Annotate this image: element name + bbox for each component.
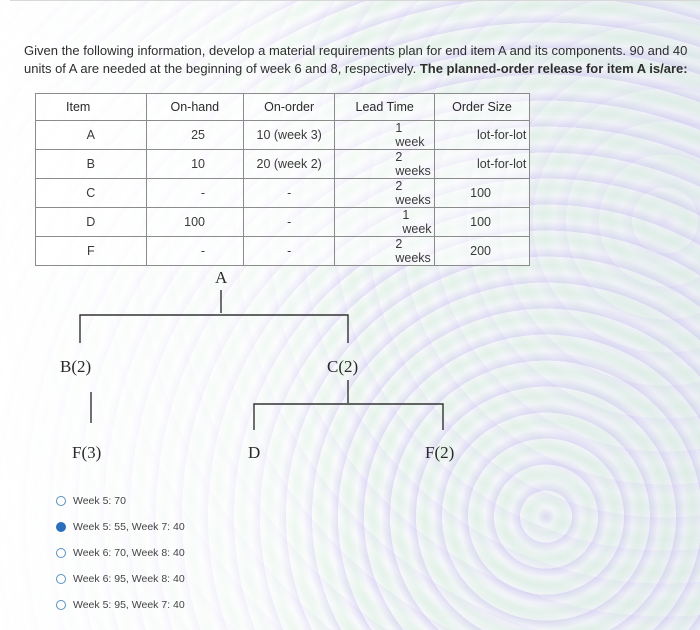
header-on-hand: On-hand [145,93,244,121]
answer-option[interactable]: Week 5: 55, Week 7: 40 [56,514,185,540]
cell-lead-time: 1 week [334,207,435,237]
table-row: F - - 2 weeks 200 [35,236,530,266]
cell-on-order: - [242,178,336,208]
option-label: Week 6: 95, Week 8: 40 [73,573,185,585]
cell-on-order: 20 (week 2) [242,149,336,179]
cell-on-hand: 25 [145,120,244,150]
cell-on-hand: 10 [145,149,244,179]
table-row: A 25 10 (week 3) 1 week lot-for-lot [35,120,530,150]
cell-order-size: 200 [434,236,530,266]
table-header-row: Item On-hand On-order Lead Time Order Si… [35,93,530,121]
cell-item: B [35,149,147,179]
cell-on-hand: - [145,178,244,208]
cell-order-size: 100 [434,207,530,237]
cell-lead-time: 2 weeks [334,149,435,179]
cell-item: C [35,178,147,208]
tree-node-b: B(2) [60,357,91,376]
mrp-data-table: Item On-hand On-order Lead Time Order Si… [35,93,530,266]
question-text: Given the following information, develop… [24,42,689,78]
option-label: Week 5: 70 [73,495,126,507]
tree-node-d: D [248,443,260,462]
tree-edge-a-children [79,314,349,343]
cell-lead-time: 2 weeks [334,236,435,266]
answer-option[interactable]: Week 6: 70, Week 8: 40 [56,540,185,566]
cell-order-size: lot-for-lot [434,120,530,150]
cell-on-hand: 100 [145,207,244,237]
cell-order-size: lot-for-lot [434,149,530,179]
radio-button[interactable] [56,600,66,610]
answer-option[interactable]: Week 5: 95, Week 7: 40 [56,592,185,618]
option-label: Week 5: 55, Week 7: 40 [73,521,185,533]
answer-option[interactable]: Week 6: 95, Week 8: 40 [56,566,185,592]
tree-node-c: C(2) [327,357,358,376]
cell-item: F [35,236,147,266]
header-item: Item [35,93,147,121]
cell-on-order: - [242,236,336,266]
cell-lead-time: 1 week [334,120,435,150]
radio-button[interactable] [56,548,66,558]
header-order-size: Order Size [434,93,530,121]
top-border [10,0,700,1]
option-label: Week 5: 95, Week 7: 40 [73,599,185,611]
option-label: Week 6: 70, Week 8: 40 [73,547,185,559]
answer-options: Week 5: 70 Week 5: 55, Week 7: 40 Week 6… [56,488,185,618]
cell-item: A [35,120,147,150]
table-row: B 10 20 (week 2) 2 weeks lot-for-lot [35,149,530,179]
answer-option[interactable]: Week 5: 70 [56,488,185,514]
question-prompt: The planned-order release for item A is/… [419,61,688,76]
tree-edge-c-children [253,403,444,430]
header-on-order: On-order [242,93,336,121]
cell-lead-time: 2 weeks [334,178,435,208]
table-row: C - - 2 weeks 100 [35,178,530,208]
cell-order-size: 100 [434,178,530,208]
radio-button[interactable] [56,496,66,506]
table-row: D 100 - 1 week 100 [35,207,530,237]
cell-on-order: - [242,207,336,237]
tree-node-f-under-b: F(3) [72,443,101,462]
cell-on-hand: - [145,236,244,266]
cell-on-order: 10 (week 3) [242,120,336,150]
radio-button[interactable] [56,574,66,584]
radio-button-selected[interactable] [56,522,66,532]
question-body: Given the following information, develop… [24,43,688,76]
cell-item: D [35,207,147,237]
tree-node-f-under-c: F(2) [425,443,454,462]
tree-node-a: A [215,268,228,287]
header-lead-time: Lead Time [334,93,435,121]
